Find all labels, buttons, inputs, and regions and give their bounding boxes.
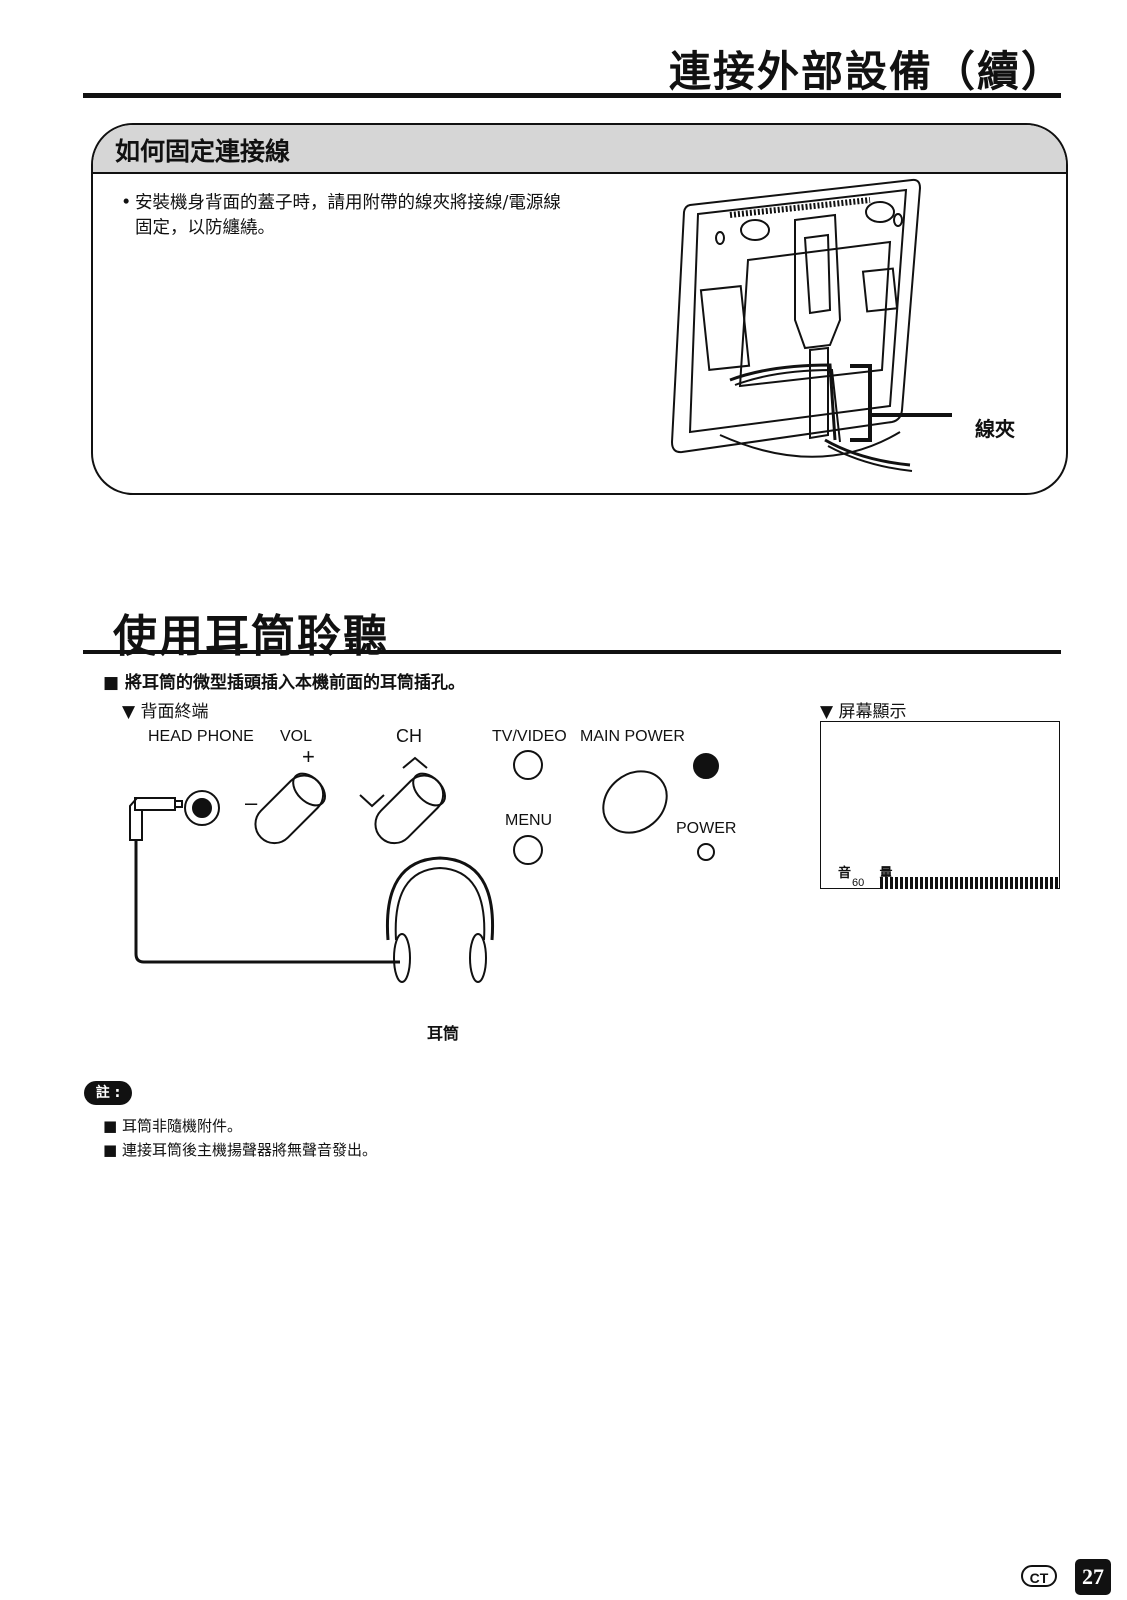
minus-label: –	[245, 790, 258, 815]
ch-label: CH	[396, 726, 422, 746]
page-number: 27	[1075, 1559, 1111, 1595]
power-label: POWER	[676, 820, 737, 837]
power-indicator-led	[693, 753, 719, 779]
region-badge: CT	[1021, 1565, 1057, 1587]
page-title: 連接外部設備（續）	[668, 47, 1065, 96]
menu-button	[513, 835, 543, 865]
headphones-icon	[385, 856, 495, 983]
title-rule	[83, 93, 1061, 98]
note-item: ■ 連接耳筒後主機揚聲器將無聲音發出。	[103, 1139, 377, 1160]
plus-label: +	[302, 744, 315, 769]
bullet-dot-icon: •	[121, 193, 132, 213]
rear-panel-illustration	[129, 750, 719, 983]
instruction: ■ 將耳筒的微型插頭插入本機前面的耳筒插孔。	[103, 668, 465, 693]
bullet-line-1: 安裝機身背面的蓋子時，請用附帶的線夾將接線/電源線	[135, 193, 561, 213]
cable-clip-section: 如何固定連接線 • 安裝機身背面的蓋子時，請用附帶的線夾將接線/電源線 固定，以…	[91, 123, 1068, 495]
tv-video-label: TV/VIDEO	[492, 728, 567, 745]
instruction-text: 將耳筒的微型插頭插入本機前面的耳筒插孔。	[124, 673, 465, 693]
main-power-label: MAIN POWER	[580, 728, 685, 745]
screen-heading: ▼ 屏幕顯示	[820, 697, 906, 722]
note-text: 連接耳筒後主機揚聲器將無聲音發出。	[121, 1141, 377, 1159]
osd-volume-bar	[880, 877, 1058, 889]
tv-rear-illustration	[670, 178, 952, 472]
power-button	[697, 843, 715, 861]
section-rule	[83, 650, 1061, 654]
headphone-section-title: 使用耳筒聆聽	[113, 611, 389, 662]
vol-label: VOL	[280, 728, 313, 745]
ch-rocker	[374, 772, 446, 845]
ch-down-arrow	[359, 794, 385, 808]
osd-volume-value: 60	[852, 877, 865, 889]
note-item: ■ 耳筒非隨機附件。	[103, 1115, 242, 1136]
rear-panel-heading: ▼ 背面終端	[122, 697, 208, 722]
ch-up-arrow	[402, 756, 428, 769]
bullet-line-2: 固定，以防纏繞。	[135, 218, 275, 238]
cable-clip-label: 線夾	[975, 417, 1015, 441]
clip-bracket	[850, 364, 872, 442]
section-header: 如何固定連接線	[93, 125, 1066, 174]
headphone-jack	[184, 790, 220, 826]
headphone-caption: 耳筒	[427, 1024, 460, 1043]
triangle-down-icon: ▼	[820, 702, 839, 722]
note-text: 耳筒非隨機附件。	[121, 1117, 242, 1135]
menu-label: MENU	[505, 812, 553, 829]
square-bullet-icon: ■	[103, 1117, 122, 1135]
note-badge: 註 :	[84, 1081, 132, 1105]
section-title: 如何固定連接線	[115, 137, 291, 166]
tv-video-button	[513, 750, 543, 780]
rear-panel-label: 背面終端	[140, 702, 209, 722]
bullet-text: • 安裝機身背面的蓋子時，請用附帶的線夾將接線/電源線 固定，以防纏繞。	[121, 191, 655, 241]
vol-rocker	[254, 772, 326, 845]
osd-volume-label: 音 量	[838, 866, 905, 881]
screen-label: 屏幕顯示	[838, 702, 907, 722]
square-bullet-icon: ■	[103, 673, 125, 693]
main-power-button	[602, 770, 668, 834]
square-bullet-icon: ■	[103, 1141, 122, 1159]
triangle-down-icon: ▼	[122, 702, 141, 722]
headphone-jack-label: HEAD PHONE	[148, 728, 254, 745]
